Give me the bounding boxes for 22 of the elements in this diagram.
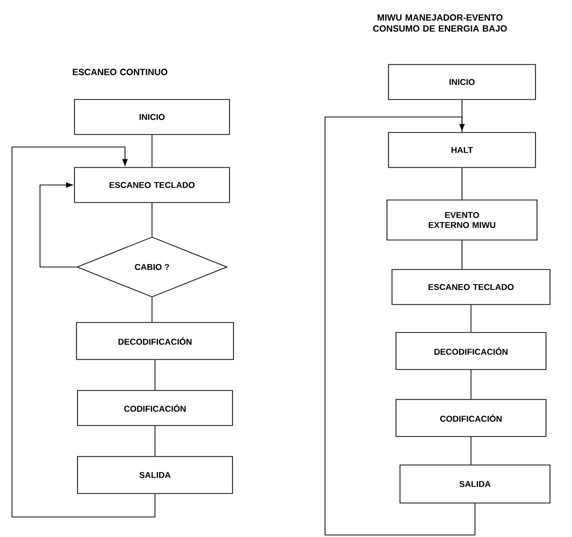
process-box: SALIDA: [400, 464, 550, 504]
process-box: ESCANEO TECLADO: [392, 269, 550, 305]
process-box: DECODIFICACIÓN: [396, 332, 546, 370]
process-box: SALIDA: [77, 456, 233, 494]
connector: [154, 426, 156, 456]
heading: MIWU MANEJADOR-EVENTO CONSUMO DE ENERGIA BAJO: [373, 14, 507, 32]
connector: [324, 116, 476, 536]
connector: [40, 182, 77, 268]
connector: [12, 146, 156, 518]
process-box: INICIO: [388, 64, 536, 100]
connector: [470, 370, 472, 400]
process-box: CODIFICACIÓN: [77, 390, 233, 426]
connector: [470, 304, 472, 332]
process-box: HALT: [388, 132, 536, 168]
connector: [470, 436, 472, 465]
heading: ESCANEO CONTINUO: [72, 68, 168, 76]
process-box: EVENTO EXTERNO MIWU: [386, 200, 538, 240]
process-box: DECODIFICACIÓN: [76, 322, 234, 360]
process-box: ESCANEO TECLADO: [74, 167, 230, 203]
connector: [154, 360, 156, 390]
process-box: CODIFICACIÓN: [396, 399, 546, 437]
process-box: INICIO: [74, 99, 230, 135]
